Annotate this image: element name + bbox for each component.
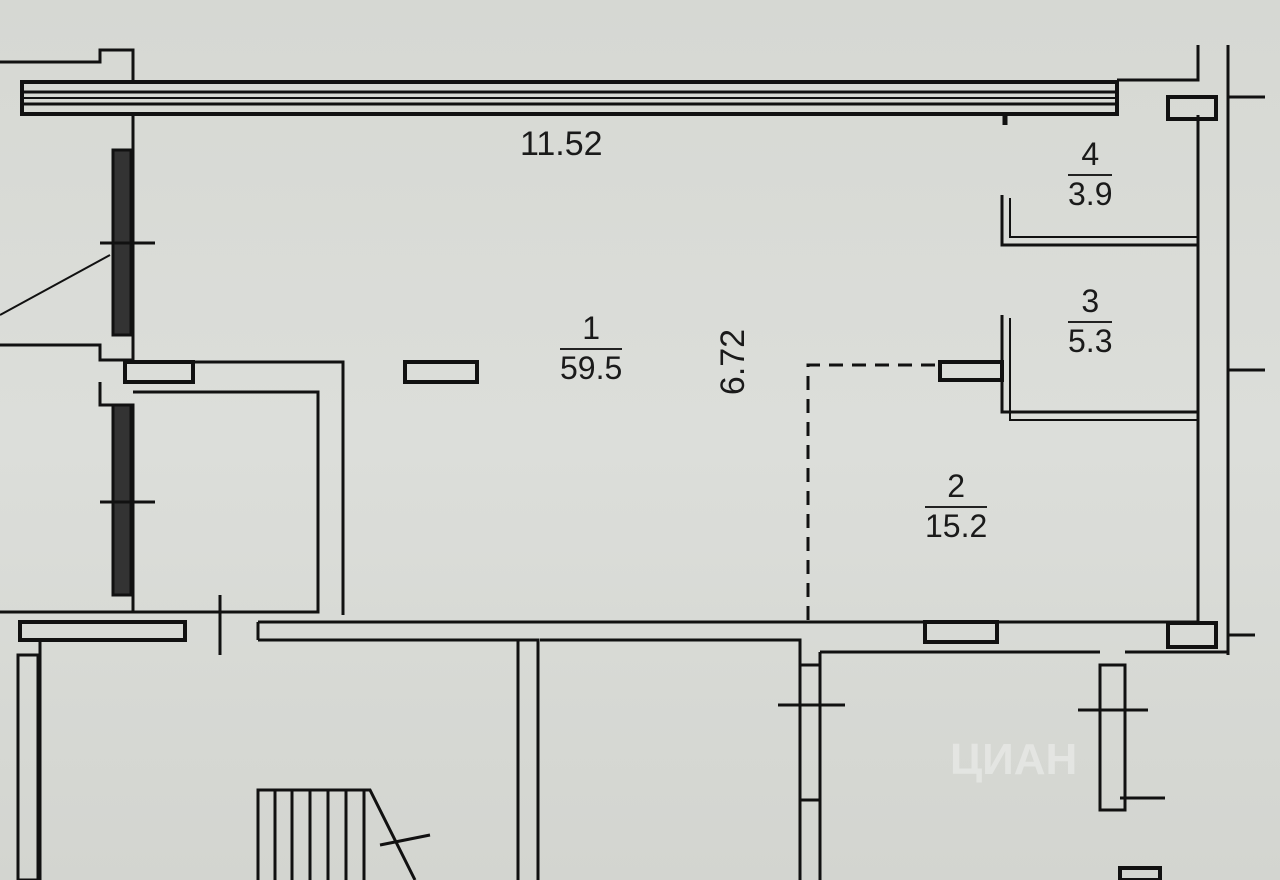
left-wall <box>0 115 345 615</box>
width-dimension: 11.52 <box>520 125 603 163</box>
room-number: 1 <box>560 311 623 350</box>
room-1-label: 1 59.5 <box>560 311 623 386</box>
column-marker <box>403 360 479 384</box>
room-number: 4 <box>1068 137 1113 176</box>
room-number: 3 <box>1068 284 1113 323</box>
room-area: 59.5 <box>560 349 623 386</box>
stairs <box>256 788 431 880</box>
room-3-label: 3 5.3 <box>1068 284 1113 359</box>
room-2-label: 2 15.2 <box>925 469 988 544</box>
inner-partitions <box>806 195 1198 620</box>
watermark: ЦИАН <box>950 735 1078 784</box>
room-area: 3.9 <box>1068 175 1113 212</box>
depth-dimension: 6.72 <box>714 328 753 396</box>
right-wall <box>1002 45 1265 655</box>
room-4-label: 4 3.9 <box>1068 137 1113 212</box>
bottom-wall <box>16 595 1228 880</box>
room-number: 2 <box>925 469 988 508</box>
room-area: 15.2 <box>925 507 988 544</box>
room-area: 5.3 <box>1068 322 1113 359</box>
top-wall <box>0 45 1200 116</box>
